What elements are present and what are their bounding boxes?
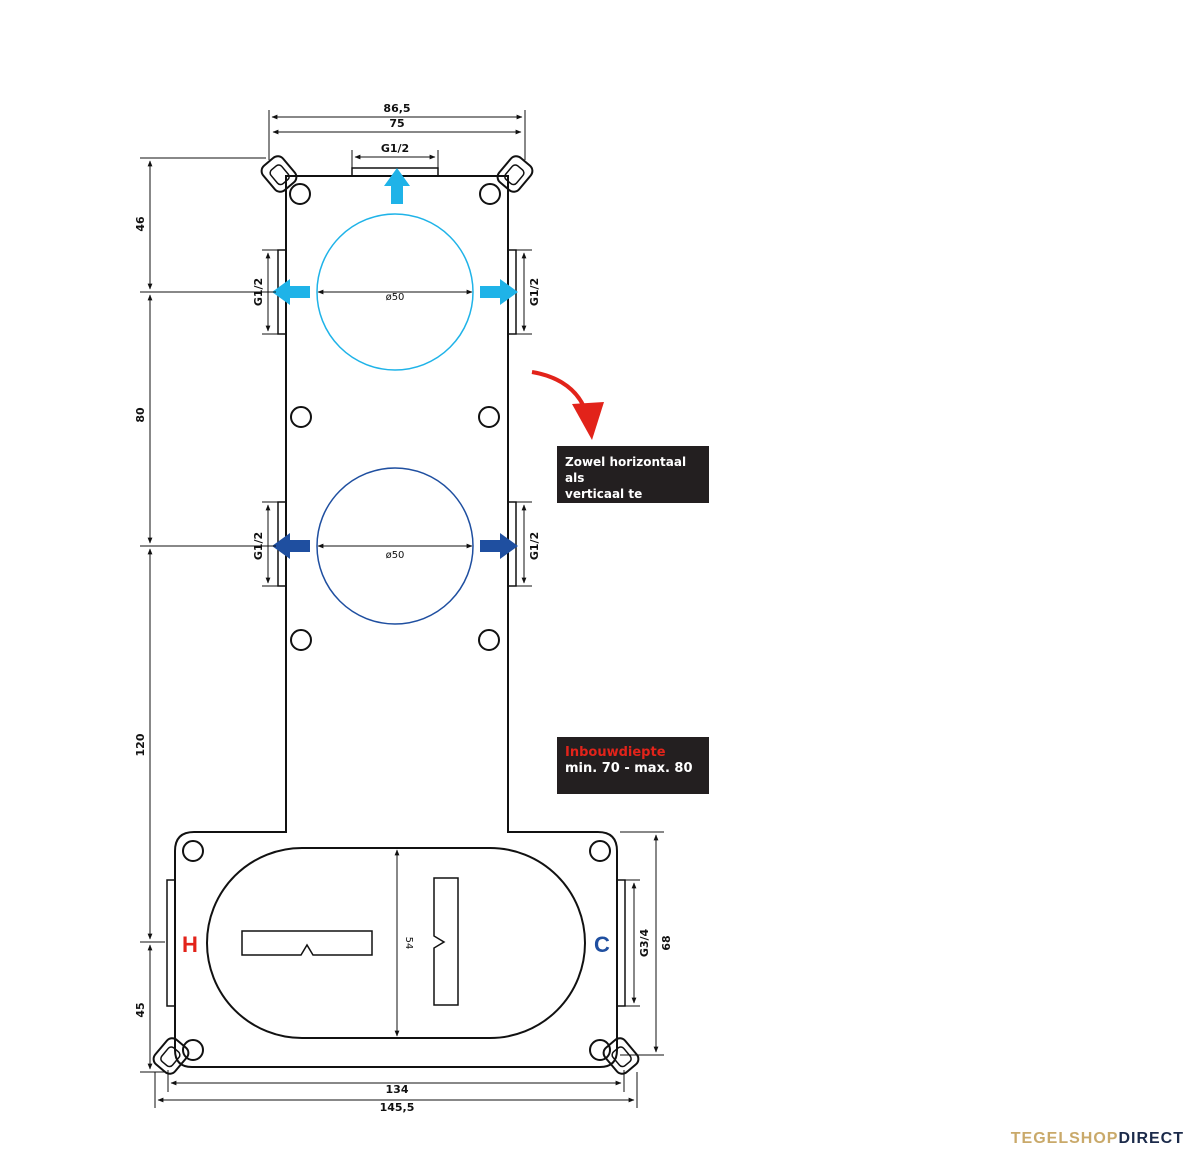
height-120-label: 120 [134,733,147,756]
light-blue-arrows [272,168,518,305]
width-134-label: 134 [386,1083,409,1096]
mixer-housing [206,847,586,1039]
side-port-label-lower-right: G1/2 [528,532,541,560]
dark-blue-arrows [272,533,518,559]
brand-logo: TEGELSHOPDIRECT [1011,1130,1184,1148]
lower-outlet-circle [316,467,474,625]
cold-label: C [594,932,610,957]
bottom-dimensions [154,1070,638,1108]
side-port-dimensions [262,249,532,587]
upper-outlet-circle [316,213,474,371]
screw-holes [182,183,611,1061]
mounting-ear-top-right [496,155,534,193]
top-dimensions [268,110,526,170]
width-145-5-label: 145,5 [380,1101,415,1114]
upper-diameter-label: ø50 [386,292,405,303]
orientation-note-line2: verticaal te plaatsen. [565,487,643,517]
height-68-label: 68 [660,935,673,950]
width-86-5-label: 86,5 [383,102,410,115]
height-45-label: 45 [134,1002,147,1017]
mounting-ear-top-left [260,155,298,193]
left-dimensions [140,157,276,1073]
side-port-label-lower-left: G1/2 [252,532,265,560]
top-port-label: G1/2 [381,142,409,155]
width-75-label: 75 [389,117,404,130]
vertical-cartridge [433,877,459,1006]
right-bottom-dimensions [620,831,664,1056]
lower-diameter-label: ø50 [386,550,405,561]
mounting-ear-bottom-right [602,1037,640,1075]
side-port-label-upper-right: G1/2 [528,278,541,306]
orientation-note: Zowel horizontaal als verticaal te plaat… [557,446,709,517]
depth-note: Inbouwdiepte min. 70 - max. 80 [557,737,709,794]
horizontal-cartridge [241,930,373,956]
height-80-label: 80 [134,407,147,423]
red-curved-arrow [531,370,604,440]
side-port-nubs [166,249,626,1007]
hot-label: H [182,932,198,957]
mounting-ear-bottom-left [152,1037,190,1075]
box-outline [174,175,618,1068]
logo-part2: DIRECT [1118,1130,1184,1147]
depth-note-title: Inbouwdiepte [565,745,666,760]
side-port-label-upper-left: G1/2 [252,278,265,306]
orientation-note-line1: Zowel horizontaal als [565,455,687,485]
height-46-label: 46 [134,216,147,232]
bottom-port-label: G3/4 [638,928,651,957]
logo-part1: TEGELSHOP [1010,1130,1119,1147]
housing-height-label: 54 [403,937,414,950]
depth-note-value: min. 70 - max. 80 [565,761,693,776]
